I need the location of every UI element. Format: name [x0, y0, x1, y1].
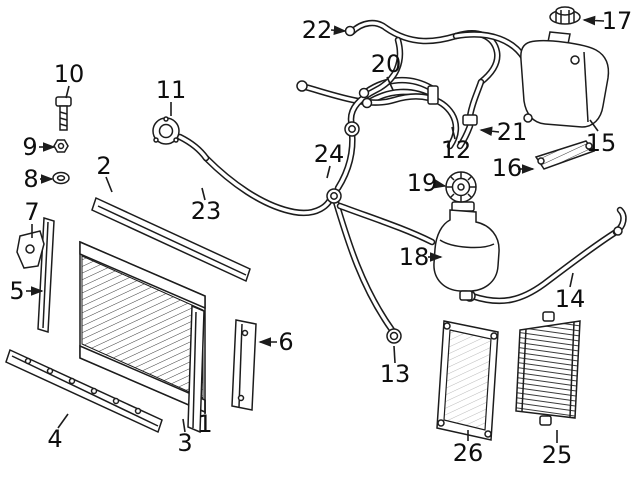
hose-connectors	[296, 25, 623, 344]
connector-21	[462, 114, 478, 126]
side-bracket-right	[231, 319, 257, 411]
hose-flange-icon	[152, 116, 180, 145]
part-label-7[interactable]: 7	[24, 198, 40, 226]
part-label-15[interactable]: 15	[585, 129, 617, 157]
part-label-25[interactable]: 25	[541, 441, 573, 469]
radiator-frame-icon	[436, 320, 499, 441]
part-label-16[interactable]: 16	[491, 154, 523, 182]
tank-bracket-icon	[534, 140, 596, 170]
grommet-icon	[52, 171, 70, 185]
auxiliary-cap-icon	[445, 171, 477, 203]
part-label-8[interactable]: 8	[23, 165, 39, 193]
side-bracket	[187, 304, 205, 434]
part-label-5[interactable]: 5	[9, 277, 25, 305]
auxiliary-radiator-icon	[515, 311, 581, 426]
part-label-9[interactable]: 9	[22, 133, 38, 161]
part-label-3[interactable]: 3	[177, 429, 193, 457]
part-label-19[interactable]: 19	[406, 169, 438, 197]
auxiliary-tank-icon	[433, 201, 500, 301]
part-label-4[interactable]: 4	[47, 425, 63, 453]
nut-icon	[53, 139, 69, 153]
part-label-1[interactable]: 1	[197, 410, 213, 438]
upper-trim-panel	[91, 196, 251, 283]
part-label-11[interactable]: 11	[155, 76, 187, 104]
bolt-icon	[55, 96, 72, 131]
part-label-22[interactable]: 22	[301, 16, 333, 44]
part-label-17[interactable]: 17	[601, 7, 633, 35]
radiator-core	[79, 240, 206, 414]
part-label-12[interactable]: 12	[440, 136, 472, 164]
part-label-20[interactable]: 20	[370, 50, 402, 78]
part-label-24[interactable]: 24	[313, 140, 345, 168]
expansion-tank	[520, 31, 610, 128]
part-label-14[interactable]: 14	[554, 285, 586, 313]
tank-cap-icon	[549, 6, 581, 25]
lower-crossmember	[5, 348, 163, 434]
part-label-23[interactable]: 23	[190, 197, 222, 225]
leader-lines	[26, 15, 605, 443]
part-label-2[interactable]: 2	[96, 152, 112, 180]
part-label-21[interactable]: 21	[496, 118, 528, 146]
part-label-10[interactable]: 10	[53, 60, 85, 88]
part-label-13[interactable]: 13	[379, 360, 411, 388]
mounting-bracket	[16, 230, 45, 269]
part-label-26[interactable]: 26	[452, 439, 484, 467]
part-label-6[interactable]: 6	[278, 328, 294, 356]
part-label-18[interactable]: 18	[398, 243, 430, 271]
